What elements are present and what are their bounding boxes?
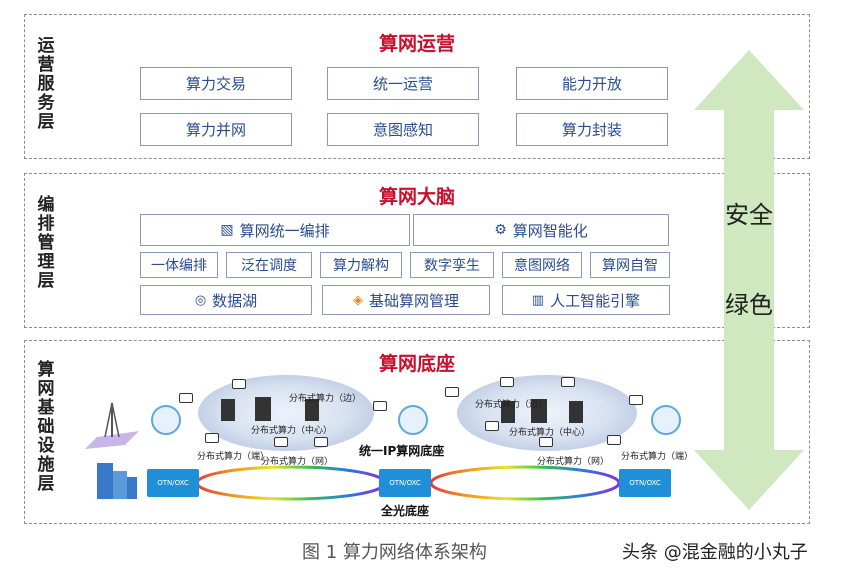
- base-layer-label: 算网基础设施层: [37, 360, 55, 494]
- server-icon: [500, 377, 514, 387]
- ops-box-intent: 意图感知: [327, 113, 479, 146]
- figure-caption: 图 1 算力网络体系架构: [302, 542, 487, 563]
- orch-box-unified-orchestration-label: 算网统一编排: [239, 221, 330, 240]
- ops-layer: 运营服务层 算网运营 算力交易 统一运营 能力开放 算力并网 意图感知 算力封装: [24, 14, 810, 159]
- router-icon: [151, 405, 181, 435]
- ops-layer-label: 运营服务层: [37, 36, 55, 132]
- otn-node: OTN/OXC: [147, 469, 199, 497]
- server-icon: [179, 393, 193, 403]
- orch-box-ai-engine-label: 人工智能引擎: [550, 291, 641, 310]
- security-green-arrow: 安全 绿色: [694, 50, 804, 510]
- network-graphic: [85, 375, 637, 501]
- server-icon: [607, 435, 621, 445]
- orch-box-intent-network: 意图网络: [502, 252, 582, 278]
- optical-ring-left: [195, 465, 387, 501]
- orch-box-scheduling: 泛在调度: [226, 252, 312, 278]
- otn-node: OTN/OXC: [379, 469, 431, 497]
- optical-base-label: 全光底座: [381, 504, 430, 518]
- orch-box-basic-mgmt: ◈ 基础算网管理: [322, 285, 490, 315]
- server-icon: [314, 437, 328, 447]
- orch-box-deconstruct: 算力解构: [320, 252, 402, 278]
- ip-base-label: 统一IP算网底座: [359, 444, 445, 458]
- server-icon: [561, 377, 575, 387]
- antenna-icon: [85, 402, 139, 449]
- server-icon: [485, 421, 499, 431]
- compute-cloud-left: [198, 375, 374, 451]
- orch-layer-label: 编排管理层: [37, 195, 55, 291]
- ops-layer-title: 算网运营: [378, 33, 455, 55]
- orch-box-intelligence-label: 算网智能化: [512, 221, 588, 240]
- orch-layer: 编排管理层 算网大脑 ▧ 算网统一编排 ⚙ 算网智能化 一体编排 泛在调度 算力…: [24, 173, 810, 328]
- base-layer-title: 算网底座: [378, 353, 455, 375]
- base-layer: 算网基础设施层 算网底座: [24, 340, 810, 524]
- arrow-text-security: 安全: [725, 201, 773, 229]
- orch-box-autonomy: 算网自智: [590, 252, 670, 278]
- lake-icon: ◎: [194, 292, 207, 308]
- orch-box-integrated: 一体编排: [140, 252, 218, 278]
- orch-layer-title: 算网大脑: [378, 186, 455, 208]
- arrow-text-green: 绿色: [725, 291, 773, 319]
- server-icon: [539, 437, 553, 447]
- server-icon: [232, 379, 246, 389]
- compute-label: 分布式算力（网）: [261, 457, 334, 467]
- compute-label: 分布式算力（中心）: [251, 426, 333, 436]
- layers-icon: ◈: [352, 292, 363, 308]
- server-icon: [274, 437, 288, 447]
- orch-box-data-lake-label: 数据湖: [212, 291, 258, 310]
- data-center-icon-left: [221, 397, 319, 421]
- compute-label: 分布式算力（端）: [621, 452, 694, 462]
- server-icon: [629, 395, 643, 405]
- ops-box-open: 能力开放: [516, 67, 668, 100]
- orchestration-icon: ▧: [220, 222, 234, 238]
- orch-box-intelligence: ⚙ 算网智能化: [413, 214, 669, 246]
- ai-icon: ▥: [531, 292, 545, 308]
- ops-box-grid: 算力并网: [140, 113, 292, 146]
- orch-box-unified-orchestration: ▧ 算网统一编排: [140, 214, 410, 246]
- compute-label: 分布式算力（边）: [475, 400, 548, 410]
- optical-ring-right: [429, 465, 621, 501]
- ops-box-package: 算力封装: [516, 113, 668, 146]
- data-center-icon-right: [501, 399, 583, 423]
- otn-node: OTN/OXC: [619, 469, 671, 497]
- orch-box-digital-twin: 数字孪生: [410, 252, 494, 278]
- router-icon: [398, 405, 428, 435]
- server-icon: [205, 433, 219, 443]
- compute-label: 分布式算力（边）: [289, 394, 362, 404]
- orch-box-data-lake: ◎ 数据湖: [140, 285, 312, 315]
- ops-box-trading: 算力交易: [140, 67, 292, 100]
- building-icon: [97, 463, 137, 499]
- orch-box-basic-mgmt-label: 基础算网管理: [368, 291, 459, 310]
- router-icon: [651, 405, 681, 435]
- watermark: 头条 @混金融的小丸子: [622, 542, 808, 563]
- compute-label: 分布式算力（端）: [197, 452, 270, 462]
- brain-icon: ⚙: [494, 222, 507, 238]
- orch-box-ai-engine: ▥ 人工智能引擎: [502, 285, 670, 315]
- server-icon: [445, 387, 459, 397]
- server-icon: [373, 401, 387, 411]
- compute-label: 分布式算力（网）: [537, 457, 610, 467]
- ops-box-unified: 统一运营: [327, 67, 479, 100]
- compute-label: 分布式算力（中心）: [509, 428, 591, 438]
